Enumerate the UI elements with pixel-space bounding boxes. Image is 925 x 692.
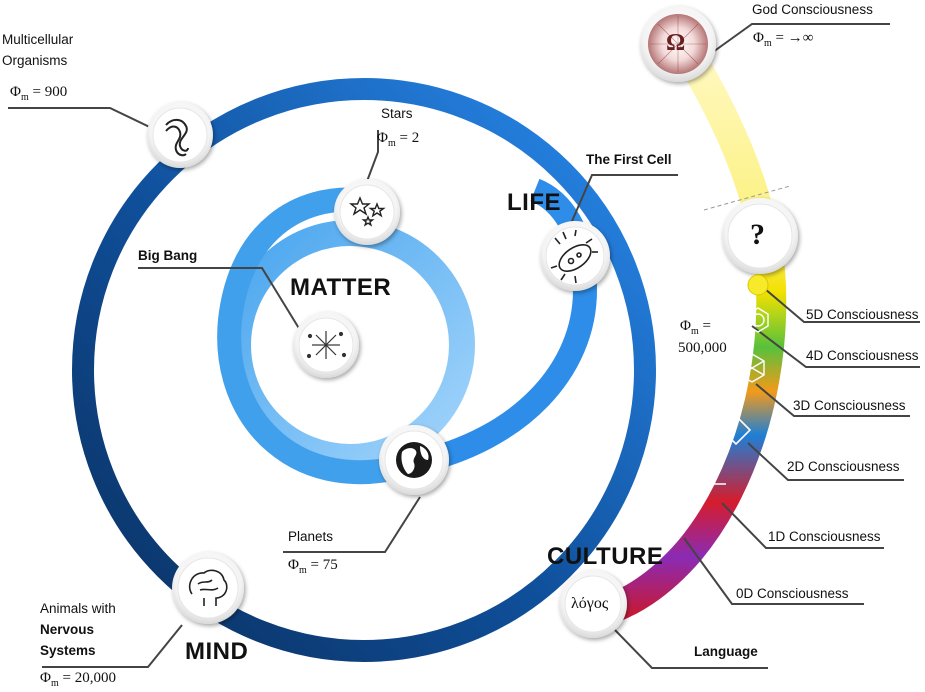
level-5d-icon [747, 274, 769, 296]
language-label: Language [694, 644, 758, 659]
brain-icon [188, 569, 228, 606]
first-cell-label: The First Cell [586, 152, 672, 167]
level-2d-label: 2D Consciousness [787, 459, 900, 474]
multicellular-phi: Φm = 900 [10, 84, 68, 103]
stars-label: Stars [381, 106, 413, 121]
worm-icon [165, 118, 189, 157]
level-4d-label: 4D Consciousness [806, 348, 919, 363]
node-language[interactable] [559, 570, 627, 638]
node-question[interactable] [722, 198, 798, 274]
god-phi: Φm = →∞ [753, 30, 814, 49]
big-bang-label: Big Bang [138, 248, 198, 263]
omega-rays [650, 16, 706, 72]
nervous-phi: Φm = 20,000 [40, 670, 116, 689]
planets-label: Planets [288, 529, 334, 544]
globe-icon [396, 442, 432, 478]
nervous-label-1: Animals with [40, 601, 116, 616]
phi-500k-line2: 500,000 [678, 340, 727, 356]
level-5d-label: 5D Consciousness [806, 307, 919, 322]
bacteria-icon [550, 229, 598, 284]
level-4d-icon [747, 307, 769, 333]
question-icon: ? [750, 218, 765, 251]
god-label: God Consciousness [752, 2, 873, 17]
outer-spiral-ring [72, 78, 656, 662]
multicellular-label-2: Organisms [2, 53, 68, 68]
level-1d-label: 1D Consciousness [768, 529, 881, 544]
level-2d-icon [720, 414, 752, 446]
omega-icon: Ω [666, 30, 686, 56]
level-0d-icon [676, 528, 680, 532]
planets-phi: Φm = 75 [288, 557, 338, 576]
node-nervous[interactable] [172, 552, 244, 624]
nervous-label-2: Nervous [40, 622, 95, 637]
stars-icon [349, 196, 386, 227]
multicellular-label-1: Multicellular [2, 32, 74, 47]
section-life: LIFE [507, 189, 561, 216]
section-matter: MATTER [290, 274, 392, 301]
stars-phi: Φm = 2 [377, 130, 420, 149]
section-mind: MIND [185, 638, 249, 665]
logos-icon: λόγος [571, 595, 609, 612]
level-0d-label: 0D Consciousness [736, 586, 849, 601]
level-3d-label: 3D Consciousness [793, 398, 906, 413]
consciousness-band [595, 52, 791, 627]
leader-lines [8, 23, 920, 669]
phi-500k-line1: Φm = [680, 318, 711, 337]
section-culture: CULTURE [547, 543, 664, 570]
band-separator [703, 185, 791, 211]
nervous-label-3: Systems [40, 643, 96, 658]
fireworks-icon [306, 331, 347, 359]
middle-spiral-ring [217, 178, 598, 485]
level-3d-icon [739, 353, 765, 383]
node-stars[interactable] [334, 179, 400, 245]
